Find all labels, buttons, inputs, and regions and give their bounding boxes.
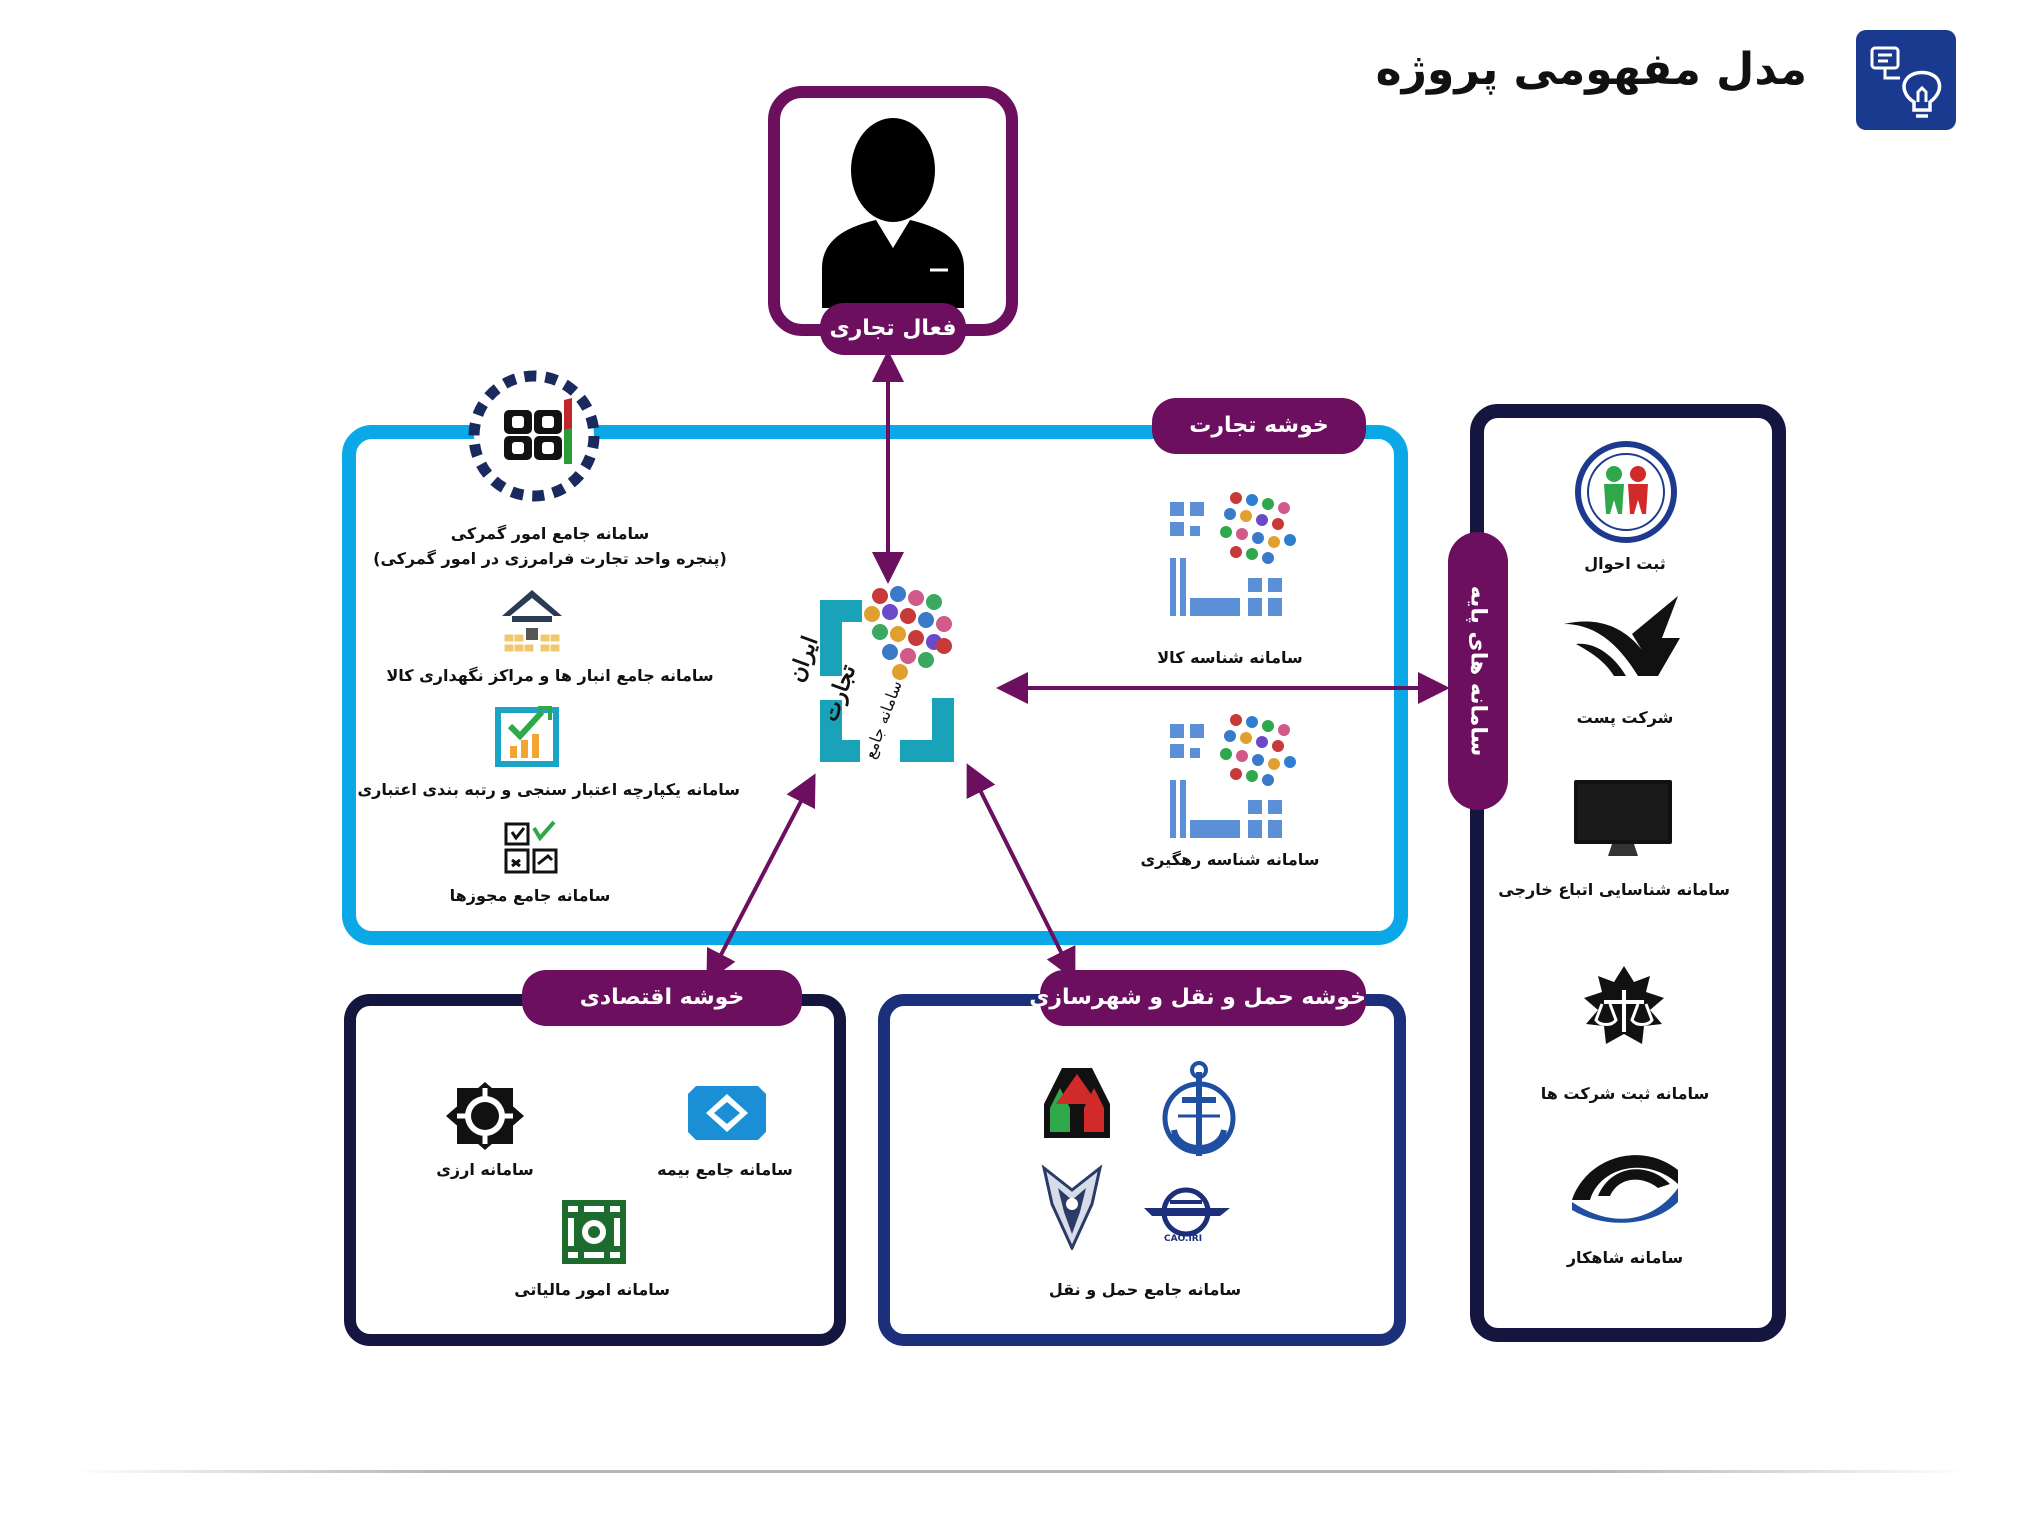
- bottom-divider: [70, 1470, 1970, 1473]
- tracking-id-icon: [1168, 712, 1296, 844]
- insurance-label: سامانه جامع بیمه: [657, 1160, 793, 1179]
- transport-cluster-box: [878, 994, 1406, 1346]
- economic-cluster-label: خوشه اقتصادی: [522, 970, 802, 1026]
- transport-system-label: سامانه جامع حمل و نقل: [1048, 1280, 1242, 1299]
- idea-bulb-icon: [1870, 46, 1942, 118]
- arrow-center-transport: [966, 763, 1076, 981]
- business-person-icon: [822, 118, 964, 308]
- ports-maritime-logo-icon: [1158, 1060, 1240, 1172]
- customs-system-label: سامانه جامع امور گمرکی: [450, 524, 650, 543]
- monitor-icon: [1572, 778, 1674, 860]
- warehouse-icon: [496, 584, 568, 656]
- warehouse-system-label: سامانه جامع انبار ها و مراکز نگهداری کال…: [386, 666, 714, 685]
- iran-trade-portal-logo: ایران تجارت سامانه جامع: [780, 580, 980, 766]
- transport-cluster-label: خوشه حمل و نقل و شهرسازی: [1029, 970, 1366, 1026]
- civil-registry-label: ثبت احوال: [1584, 554, 1666, 573]
- arrow-center-economic: [706, 773, 816, 983]
- road-maintenance-logo-icon: [1040, 1064, 1114, 1142]
- caoiri-text: CAO.IRI: [1164, 1234, 1203, 1244]
- permits-system-label: سامانه جامع مجوزها: [449, 886, 611, 905]
- railway-logo-icon: [1040, 1164, 1104, 1252]
- credit-rating-icon: [494, 704, 564, 768]
- page-title: مدل مفهومی پروژه: [1375, 44, 1807, 95]
- insurance-logo-icon: [686, 1080, 768, 1146]
- tax-label: سامانه امور مالیاتی: [514, 1280, 670, 1299]
- customs-system-sublabel: (پنجره واحد تجارت فرامرزی در امور گمرکی): [373, 549, 727, 568]
- foreign-nationals-label: سامانه شناسایی اتباع خارجی: [1498, 880, 1730, 899]
- trade-cluster-label: خوشه تجارت: [1152, 398, 1366, 454]
- base-systems-box: [1470, 404, 1786, 1342]
- product-id-label: سامانه شناسه کالا: [1157, 648, 1303, 667]
- post-logo-icon: [1562, 594, 1682, 680]
- shahkar-label: سامانه شاهکار: [1566, 1248, 1684, 1267]
- actor-card: [768, 86, 1018, 336]
- permits-icon: [504, 820, 560, 876]
- shahkar-logo-icon: [1570, 1136, 1680, 1224]
- credit-system-label: سامانه یکپارچه اعتبار سنجی و رتبه بندی ا…: [357, 780, 740, 799]
- customs-logo-icon: [468, 370, 600, 502]
- actor-label: فعال تجاری: [820, 303, 966, 355]
- header-icon-tile: [1856, 30, 1956, 130]
- currency-label: سامانه ارزی: [436, 1160, 534, 1179]
- company-registry-label: سامانه ثبت شرکت ها: [1540, 1084, 1710, 1103]
- base-systems-label-pill: سامانه های پایه: [1448, 532, 1508, 810]
- post-label: شرکت پست: [1576, 708, 1674, 727]
- central-bank-logo-icon: [444, 1080, 526, 1152]
- judiciary-logo-icon: [1578, 962, 1670, 1054]
- tax-logo-icon: [558, 1196, 630, 1268]
- product-id-icon: [1168, 490, 1296, 622]
- civil-aviation-logo-icon: CAO.IRI: [1140, 1184, 1236, 1244]
- civil-registry-logo-icon: [1574, 440, 1678, 544]
- tracking-id-label: سامانه شناسه رهگیری: [1140, 850, 1320, 869]
- economic-cluster-box: [344, 994, 846, 1346]
